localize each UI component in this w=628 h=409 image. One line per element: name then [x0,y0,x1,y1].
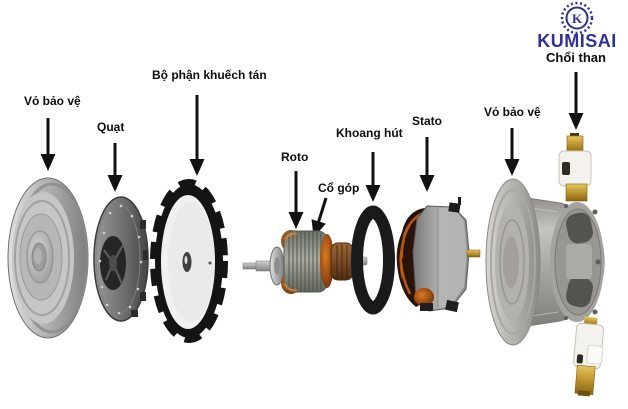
label-stator: Stato [412,114,442,128]
protective-cover-left-part [7,177,89,339]
fan-part [93,196,149,322]
kumisai-brand-name: KUMISAI [537,31,617,51]
protective-cover-right-part [485,178,605,346]
label-protective-cover-left: Vỏ bảo vệ [24,94,81,108]
label-fan: Quạt [97,120,125,134]
rotor-part [242,230,368,294]
label-rotor: Roto [281,150,309,164]
stator-terminal [466,249,481,258]
label-commutator: Cổ góp [318,181,360,195]
pointer-arrows [40,72,584,238]
label-suction-chamber: Khoang hút [336,126,403,140]
emblem-letter-k: K [572,11,583,26]
label-protective-cover-right: Vỏ bảo vệ [484,105,541,119]
suction-chamber-ring-part [351,205,395,315]
fan-rivets [98,204,143,315]
arrow-commutator [311,197,328,238]
label-diffuser: Bộ phận khuếch tán [152,68,267,82]
label-carbon-brush: Chổi than [546,50,606,65]
stator-part [396,197,481,313]
kumisai-emblem: K [560,1,594,35]
diffuser-part [150,179,228,343]
carbon-brush-bottom-part [573,316,604,397]
carbon-brush-top-part [558,133,592,202]
stator-winding-bottom [414,288,434,306]
